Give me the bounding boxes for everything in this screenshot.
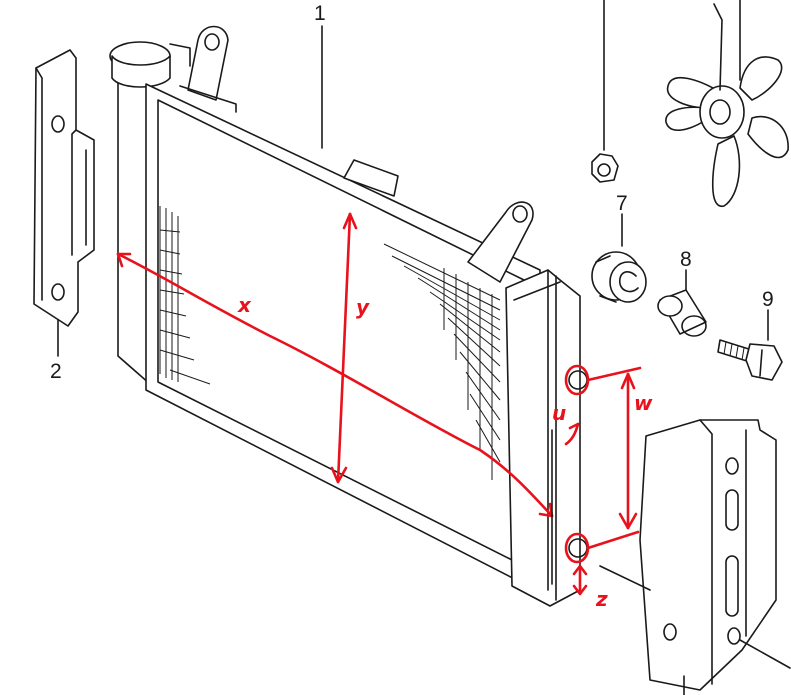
mounting-bolt — [717, 309, 783, 381]
part-number-1: 1 — [314, 2, 326, 25]
hex-nut — [591, 0, 619, 183]
dimension-label-u: u — [552, 401, 566, 425]
radiator-assembly — [109, 25, 588, 607]
part-number-8: 8 — [680, 248, 692, 271]
part-number-7: 7 — [616, 192, 628, 215]
rubber-grommet — [591, 213, 647, 303]
cooling-fan — [665, 0, 789, 207]
part-number-9: 9 — [762, 288, 774, 311]
left-mounting-bracket — [33, 49, 95, 357]
part-number-2: 2 — [50, 360, 62, 383]
dimension-label-z: z — [595, 587, 608, 611]
red-annotations: x y u w z — [116, 212, 653, 611]
right-mounting-bracket — [599, 419, 791, 695]
spacer-collar — [657, 269, 707, 337]
dimension-label-x: x — [237, 293, 252, 317]
dimension-label-w: w — [634, 391, 653, 415]
dimension-label-y: y — [356, 295, 370, 319]
